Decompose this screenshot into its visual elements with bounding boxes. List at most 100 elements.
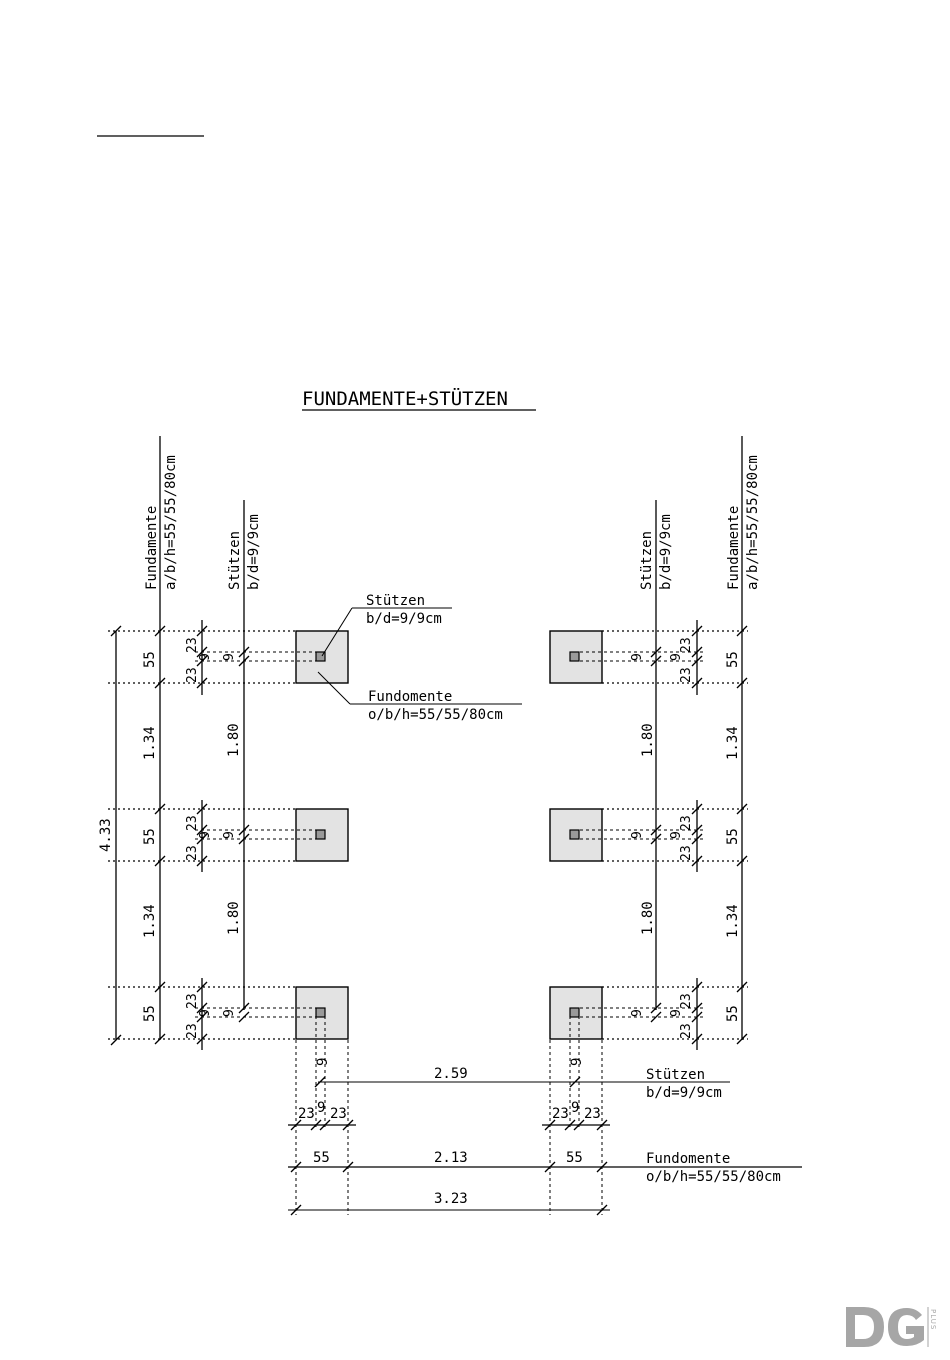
dim-left-offset-top-1: 23 xyxy=(185,637,200,653)
dim-tick xyxy=(544,1161,556,1173)
right-stuetzen-spec: b/d=9/9cm xyxy=(658,514,674,590)
dim-tick xyxy=(154,803,166,815)
dim-tick xyxy=(319,1119,331,1131)
dim-tick xyxy=(691,646,703,658)
dim-tick xyxy=(154,855,166,867)
dim-left-offset-bottom-2: 23 xyxy=(185,845,200,861)
dim-tick xyxy=(154,981,166,993)
dim-tick xyxy=(196,833,208,845)
logo-letter-d xyxy=(846,1307,884,1347)
post-left-3 xyxy=(315,1007,326,1018)
callout-stuetzen-leader xyxy=(321,607,353,657)
dim-tick xyxy=(290,1204,302,1216)
dim-tick xyxy=(314,1076,326,1088)
dim-tick xyxy=(154,625,166,637)
dim-tick xyxy=(196,981,208,993)
dim-right-offset-top-3: 23 xyxy=(679,993,694,1009)
dim-left-gap-1: 1.34 xyxy=(142,726,158,760)
dim-offset-l2: 23 xyxy=(330,1106,347,1122)
dim-tick xyxy=(238,833,250,845)
dim-tick xyxy=(196,655,208,667)
dim-tick xyxy=(110,625,122,637)
dim-tick xyxy=(238,824,250,836)
dim-tick xyxy=(691,625,703,637)
bottom-fundamente-label: Fundomente xyxy=(646,1151,730,1167)
dim-tick xyxy=(196,803,208,815)
dim-tick xyxy=(736,677,748,689)
callout-fundamente-label: Fundomente xyxy=(368,689,452,705)
dim-footing-left: 55 xyxy=(313,1150,330,1166)
dim-tick xyxy=(154,677,166,689)
dim-tick xyxy=(596,1204,608,1216)
dim-tick xyxy=(596,1161,608,1173)
dim-tick xyxy=(736,855,748,867)
dim-right-post-3: 9 xyxy=(669,1009,684,1017)
dim-tick xyxy=(691,677,703,689)
dim-tick xyxy=(110,1034,122,1046)
dim-right-post-axis-3: 9 xyxy=(630,1009,645,1017)
dim-tick xyxy=(650,1002,662,1014)
right-fundamente-label: Fundamente xyxy=(726,506,742,590)
callout-fundamente-leader xyxy=(317,671,351,705)
right-fundamente-spec: a/b/h=55/55/80cm xyxy=(745,455,761,590)
dim-tick xyxy=(238,646,250,658)
dim-tick xyxy=(196,1011,208,1023)
dim-footings-gap: 2.13 xyxy=(434,1150,468,1166)
dim-posts-span: 2.59 xyxy=(434,1066,468,1082)
dim-tick xyxy=(196,1002,208,1014)
dim-right-footing-2: 55 xyxy=(725,828,741,845)
dim-left-footing-2: 55 xyxy=(142,828,158,845)
bottom-stuetzen-spec: b/d=9/9cm xyxy=(646,1085,722,1101)
left-fundamente-label: Fundamente xyxy=(144,506,160,590)
right-stuetzen-label: Stützen xyxy=(639,531,655,590)
dim-tick xyxy=(569,1076,581,1088)
dg-plus-logo: PLUS xyxy=(846,1307,937,1347)
dim-tick xyxy=(650,833,662,845)
dim-right-footing-1: 55 xyxy=(725,651,741,668)
plan-geometry xyxy=(108,436,802,1216)
dim-left-footing-3: 55 xyxy=(142,1005,158,1022)
post-left-1 xyxy=(315,651,326,662)
dim-tick xyxy=(650,655,662,667)
dim-tick xyxy=(196,824,208,836)
dim-tick xyxy=(564,1119,576,1131)
dim-tick xyxy=(196,646,208,658)
dim-tick xyxy=(196,1033,208,1045)
drawing-title: FUNDAMENTE+STÜTZEN xyxy=(302,387,508,410)
dim-total-width: 3.23 xyxy=(434,1191,468,1207)
dim-tick xyxy=(691,1011,703,1023)
post-left-2 xyxy=(315,829,326,840)
dim-post-l1: 9 xyxy=(315,1058,331,1066)
dim-left-post-gap-2: 1.80 xyxy=(226,901,242,935)
dim-left-post-1: 9 xyxy=(198,653,213,661)
dim-tick xyxy=(736,803,748,815)
dim-left-footing-1: 55 xyxy=(142,651,158,668)
dim-tick xyxy=(691,833,703,845)
dim-right-gap-2: 1.34 xyxy=(725,904,741,938)
dim-tick xyxy=(650,824,662,836)
dim-total-height: 4.33 xyxy=(98,818,114,852)
dim-right-offset-bottom-1: 23 xyxy=(679,667,694,683)
dim-tick xyxy=(691,981,703,993)
bottom-fundamente-spec: o/b/h=55/55/80cm xyxy=(646,1169,781,1185)
dim-tick xyxy=(736,981,748,993)
dim-left-post-axis-1: 9 xyxy=(222,653,237,661)
dim-tick xyxy=(691,1002,703,1014)
dim-tick xyxy=(650,646,662,658)
dim-offset-r1: 23 xyxy=(552,1106,569,1122)
callout-stuetzen-spec: b/d=9/9cm xyxy=(366,611,442,627)
dim-tick xyxy=(290,1161,302,1173)
dim-tick xyxy=(573,1119,585,1131)
dim-right-offset-bottom-3: 23 xyxy=(679,1023,694,1039)
dim-tick xyxy=(310,1119,322,1131)
dim-left-offset-bottom-3: 23 xyxy=(185,1023,200,1039)
post-right-1 xyxy=(569,651,580,662)
dim-tick xyxy=(238,655,250,667)
dim-right-post-gap-1: 1.80 xyxy=(640,723,656,757)
dim-tick xyxy=(238,1011,250,1023)
dim-tick xyxy=(196,677,208,689)
dim-left-gap-2: 1.34 xyxy=(142,904,158,938)
left-fundamente-spec: a/b/h=55/55/80cm xyxy=(163,455,179,590)
logo-letter-g xyxy=(888,1308,924,1346)
dim-tick xyxy=(238,1002,250,1014)
